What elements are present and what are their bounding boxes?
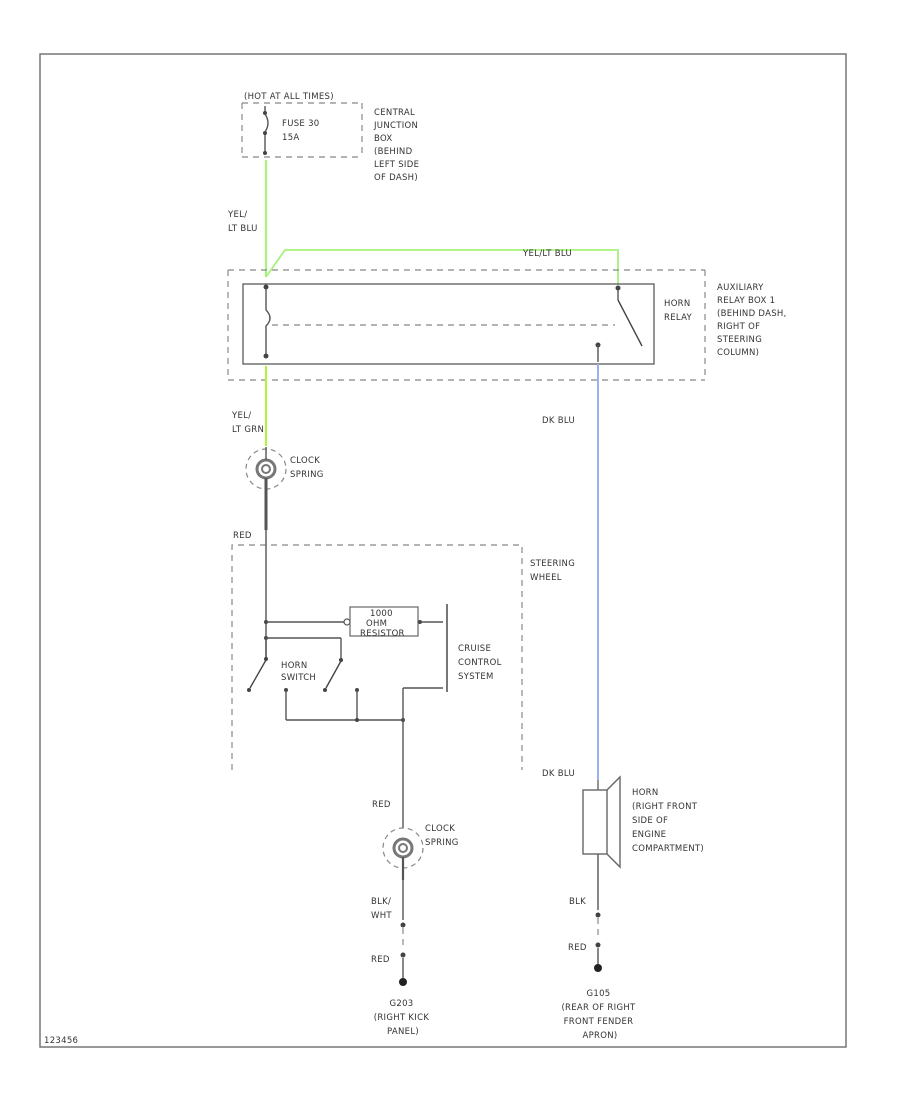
fuse-label: FUSE 30 15A — [282, 119, 323, 143]
horn-switch — [247, 637, 443, 722]
auxiliary-relay-box — [227, 269, 706, 381]
wire-yel-lt-blu — [264, 160, 619, 285]
ground-path-right — [594, 854, 602, 972]
horn-relay-label: HORN RELAY — [664, 299, 694, 323]
resistor-1000-ohm — [266, 606, 443, 637]
clock-spring-lower-label: CLOCK SPRING — [425, 824, 459, 848]
clock-spring-upper-label: CLOCK SPRING — [290, 456, 324, 480]
horn-relay-switch — [595, 285, 643, 362]
resistor-label: 1000 OHM RESISTOR — [360, 609, 405, 639]
steering-wheel-label: STEERING WHEEL — [530, 559, 578, 583]
cruise-control-label: CRUISE CONTROL SYSTEM — [458, 644, 505, 682]
central-junction-box-label: CENTRAL JUNCTION BOX (BEHIND LEFT SIDE O… — [373, 108, 422, 183]
wire-dk-blu-lower-label: DK BLU — [542, 769, 575, 779]
wire-yel-lt-grn-label: YEL/ LT GRN — [231, 411, 264, 435]
wire-yel-lt-blu-top-label: YEL/LT BLU — [522, 249, 572, 259]
ground-g203-label: G203 (RIGHT KICK PANEL) — [374, 999, 433, 1037]
wire-red-bottom-right-label: RED — [568, 943, 587, 953]
ground-g105-label: G105 (REAR OF RIGHT FRONT FENDER APRON) — [561, 989, 638, 1041]
wire-red-label: RED — [233, 531, 252, 541]
horn-symbol — [582, 775, 621, 869]
fuse-30-symbol — [263, 106, 269, 155]
diagram-frame — [39, 53, 847, 1048]
wire-blk-wht-label: BLK/ WHT — [371, 897, 394, 921]
wire-yel-lt-blu-left-label: YEL/ LT BLU — [227, 210, 258, 234]
clock-spring-upper — [245, 447, 287, 530]
auxiliary-relay-box-label: AUXILIARY RELAY BOX 1 (BEHIND DASH, RIGH… — [717, 283, 790, 358]
wire-red-bottom-left-label: RED — [371, 955, 390, 965]
wire-blk-label: BLK — [569, 897, 586, 907]
horn-label: HORN (RIGHT FRONT SIDE OF ENGINE COMPART… — [632, 788, 704, 854]
horn-switch-label: HORN SWITCH — [281, 661, 316, 683]
horn-relay-coil — [263, 284, 615, 359]
hot-at-all-times-label: (HOT AT ALL TIMES) — [244, 92, 334, 102]
wire-dk-blu-upper-label: DK BLU — [542, 416, 575, 426]
steering-wheel-box — [231, 544, 523, 770]
ground-path-left — [399, 880, 407, 986]
figure-id-label: 123456 — [44, 1036, 78, 1046]
clock-spring-lower — [382, 827, 424, 880]
central-junction-box — [241, 102, 363, 158]
wire-red-lower-label: RED — [372, 800, 391, 810]
